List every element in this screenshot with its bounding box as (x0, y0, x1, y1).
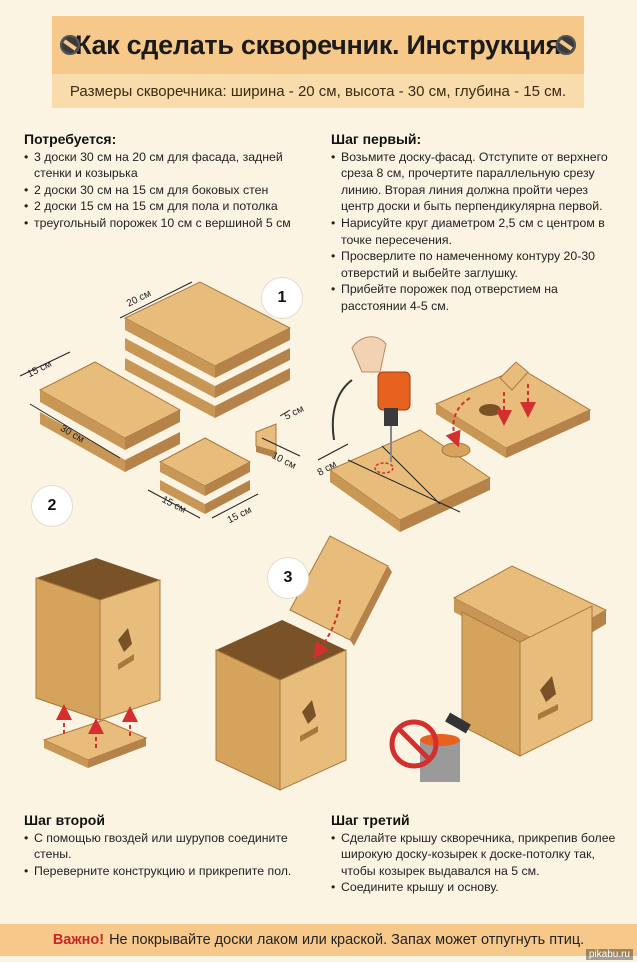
list-item: С помощью гвоздей или шурупов соедините … (24, 830, 304, 863)
step3-list: Сделайте крышу скворечника, прикрепив бо… (331, 830, 627, 896)
dim-label-30: 30 см (58, 423, 86, 445)
step3-block: Шаг третий Сделайте крышу скворечника, п… (331, 812, 627, 896)
step1-block: Шаг первый: Возьмите доску-фасад. Отступ… (331, 131, 623, 315)
triangle-sill-icon (255, 423, 277, 458)
list-item: Прибейте порожек под отверстием на расст… (331, 281, 623, 314)
list-item: 2 доски 15 см на 15 см для пола и потолк… (24, 198, 320, 215)
dimensions-subtitle: Размеры скворечника: ширина - 20 см, выс… (52, 74, 584, 108)
finished-birdhouse-icon (452, 565, 608, 757)
boards-15x15-icon (158, 437, 252, 514)
boards-30x15-icon (38, 361, 182, 472)
page-title: Как сделать скворечник. Инструкция (52, 16, 584, 74)
materials-block: Потребуется: 3 доски 30 см на 20 см для … (24, 131, 320, 232)
warning-text: Не покрывайте доски лаком или краской. З… (109, 932, 585, 948)
list-item: Сделайте крышу скворечника, прикрепив бо… (331, 830, 627, 880)
boards-30x20-icon (123, 281, 292, 418)
materials-list: 3 доски 30 см на 20 см для фасада, задне… (24, 149, 320, 232)
list-item: Переверните конструкцию и прикрепите пол… (24, 863, 304, 880)
step2-list: С помощью гвоздей или шурупов соедините … (24, 830, 304, 880)
dim-label-15-right: 15 см (226, 505, 254, 527)
list-item: Нарисуйте круг диаметром 2,5 см с центро… (331, 215, 623, 248)
dim-label-10: 10 см (270, 450, 298, 472)
watermark: pikabu.ru (585, 949, 633, 960)
step2-title: Шаг второй (24, 812, 105, 828)
dim-label-15: 15 см (26, 359, 54, 381)
box-assembly-step3-icon (215, 535, 392, 791)
step2-block: Шаг второй С помощью гвоздей или шурупов… (24, 812, 304, 879)
list-item: Соедините крышу и основу. (331, 879, 627, 896)
list-item: 3 доски 30 см на 20 см для фасада, задне… (24, 149, 320, 182)
warning-footer: Важно! Не покрывайте доски лаком или кра… (0, 924, 637, 956)
board-with-hole-icon (434, 361, 592, 458)
dimension-lines (19, 281, 349, 519)
materials-title: Потребуется: (24, 131, 117, 147)
no-paint-icon (389, 712, 471, 782)
dim-label-5: 5 см (283, 403, 306, 422)
warning-label: Важно! (52, 932, 105, 948)
step-badge-3: 3 (268, 558, 308, 598)
list-item: треугольный порожек 10 см с вершиной 5 с… (24, 215, 320, 232)
list-item: Просверлите по намеченному контуру 20-30… (331, 248, 623, 281)
list-item: 2 доски 30 см на 15 см для боковых стен (24, 182, 320, 199)
step-badge-2: 2 (32, 486, 72, 526)
box-assembly-step2-icon (35, 558, 161, 768)
list-item: Возьмите доску-фасад. Отступите от верхн… (331, 149, 623, 215)
step1-list: Возьмите доску-фасад. Отступите от верхн… (331, 149, 623, 315)
drill-icon (331, 336, 411, 462)
step1-title: Шаг первый: (331, 131, 422, 147)
screw-icon-left (60, 35, 80, 55)
step3-title: Шаг третий (331, 812, 410, 828)
step-badge-1: 1 (262, 278, 302, 318)
header-banner: Как сделать скворечник. Инструкция Разме… (52, 16, 584, 108)
screw-icon-right (556, 35, 576, 55)
